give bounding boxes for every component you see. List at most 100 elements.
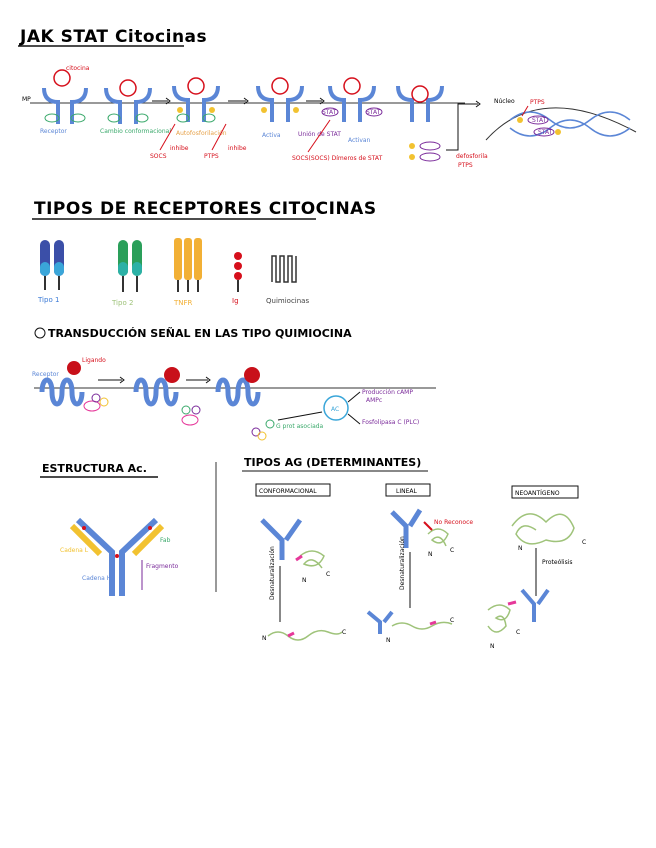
- arrowhead: [205, 376, 211, 384]
- receptor-stage-2: Cambio conformacional: [100, 79, 171, 135]
- dna-strand: [509, 111, 631, 129]
- receptor-domain: [40, 262, 50, 276]
- no-bind-mark: [423, 521, 433, 531]
- estructura-section: ESTRUCTURA Ac. Fab Fragmento Cadena L Ca…: [40, 462, 179, 596]
- linear-protein: [267, 629, 343, 641]
- receptor-domain: [194, 238, 202, 280]
- fc-label: Fragmento: [146, 563, 179, 570]
- mp-label: MP: [22, 96, 31, 103]
- c4-label: C: [450, 617, 454, 624]
- produccion-label: Producción cAMP: [362, 389, 413, 396]
- serpentine-receptor: [271, 255, 297, 283]
- phosphate-dot: [293, 107, 299, 113]
- receptor-chain: [172, 85, 190, 122]
- tnfr-label: TNFR: [173, 299, 193, 307]
- cytokine-circle: [343, 77, 361, 95]
- linear-protein: [391, 621, 453, 630]
- transduccion-title: TRANSDUCCIÓN SEÑAL EN LAS TIPO QUIMIOCIN…: [48, 327, 352, 340]
- gprot-label: G prot asociada: [276, 423, 324, 430]
- stat-dimer-oval: [419, 152, 441, 162]
- g-alpha: [265, 419, 275, 429]
- adenylyl-cyclase: [323, 395, 349, 421]
- g-protein-subunit: [91, 393, 101, 403]
- stat-dimer-oval: [419, 141, 441, 151]
- antibody-icon: [366, 610, 394, 634]
- ligand-ball: [67, 361, 81, 375]
- cytokine-circle: [271, 77, 289, 95]
- n3-label: N: [428, 551, 433, 558]
- proteolisis-label: Proteólisis: [542, 559, 573, 566]
- receptor-domain: [118, 262, 128, 276]
- gpcr-receptor: [39, 377, 85, 407]
- stat-oval: [527, 115, 549, 125]
- g-protein-subunit: [181, 405, 191, 415]
- light-chain: [131, 523, 165, 557]
- stat-label: STAT: [532, 117, 547, 124]
- desnaturalizacion-label: Desnaturalización: [269, 546, 276, 600]
- desnaturalizacion-label-2: Desnaturalización: [399, 536, 406, 590]
- activan-label: Activan: [348, 137, 371, 144]
- g-protein: [181, 414, 199, 426]
- antibody-icon: [390, 508, 423, 548]
- lineal-label: LINEAL: [396, 488, 417, 495]
- phosphate-dot: [209, 107, 215, 113]
- c1-label: C: [326, 571, 330, 578]
- n1-label: N: [302, 577, 307, 584]
- fragment-protein: [487, 604, 511, 633]
- receptor-chain: [42, 87, 60, 124]
- folded-protein: [511, 513, 575, 545]
- tipo1-label: Tipo 1: [37, 296, 59, 304]
- c6-label: C: [516, 629, 520, 636]
- jak-oval: [107, 113, 121, 123]
- arrow: [347, 413, 361, 425]
- receptor-chain: [328, 85, 346, 122]
- ig-domain: [234, 252, 242, 260]
- stat-label: STAT: [366, 109, 381, 116]
- ligand-ball: [164, 367, 180, 383]
- disulfide-dot: [115, 554, 119, 558]
- tipos-ag-title: TIPOS AG (DETERMINANTES): [244, 456, 421, 469]
- n2-label: N: [262, 635, 267, 642]
- ig-label: Ig: [232, 297, 239, 305]
- tipo2-label: Tipo 2: [111, 299, 133, 307]
- c2-label: C: [342, 629, 346, 636]
- ac-label: AC: [331, 406, 339, 413]
- receptor-chain: [396, 85, 414, 122]
- phosphate-dot: [409, 143, 415, 149]
- receptor-label: Receptor: [40, 128, 67, 135]
- phosphate-dot: [177, 107, 183, 113]
- jak-oval: [176, 113, 190, 123]
- c3-label: C: [450, 547, 454, 554]
- arrowhead: [243, 97, 249, 105]
- jak-oval: [135, 113, 149, 123]
- ptps-nucleus-label: PTPS: [530, 99, 545, 106]
- cambio-conformacional-label: Cambio conformacional: [100, 128, 171, 135]
- receptor-tnfr: TNFR: [173, 238, 202, 307]
- g-protein-subunit: [191, 405, 201, 415]
- socs-label: SOCS: [150, 153, 167, 160]
- inhibitors: SOCS inhibe PTPS inhibe SOCS(SOCS) Dímer…: [150, 119, 488, 169]
- neoantigeno-label: NEOANTÍGENO: [515, 490, 560, 497]
- tipos-receptores-section: TIPOS DE RECEPTORES CITOCINAS Tipo 1 Tip…: [32, 199, 377, 307]
- defosforila-label: defosforila: [456, 153, 488, 160]
- receptor-stage-5: STAT STAT Unión de STAT Activan: [298, 77, 383, 144]
- conformacional-label: CONFORMACIONAL: [259, 488, 317, 495]
- stat-oval: [365, 107, 383, 117]
- fosfolipasa-label: Fosfolipasa C (PLC): [362, 419, 419, 426]
- stat-oval: [321, 107, 339, 117]
- ig-domain: [234, 272, 242, 280]
- cytokine-circle: [187, 77, 205, 95]
- lineal-box: [385, 483, 431, 497]
- receptor-stage-3: Autofosforilación: [172, 77, 227, 137]
- receptor-tipo-2: Tipo 2: [111, 240, 142, 307]
- ptps-label: PTPS: [204, 153, 219, 160]
- protein-fold: [299, 550, 325, 569]
- stat-oval: [533, 127, 555, 137]
- tipos-receptores-title: TIPOS DE RECEPTORES CITOCINAS: [34, 199, 377, 219]
- gpcr-receptor: [215, 377, 261, 407]
- disulfide-dot: [148, 526, 152, 530]
- ligand-ball: [244, 367, 260, 383]
- no-reconoce-label: No Reconoce: [434, 519, 473, 526]
- phosphate-dot: [409, 154, 415, 160]
- gpcr-receptor: [133, 377, 179, 407]
